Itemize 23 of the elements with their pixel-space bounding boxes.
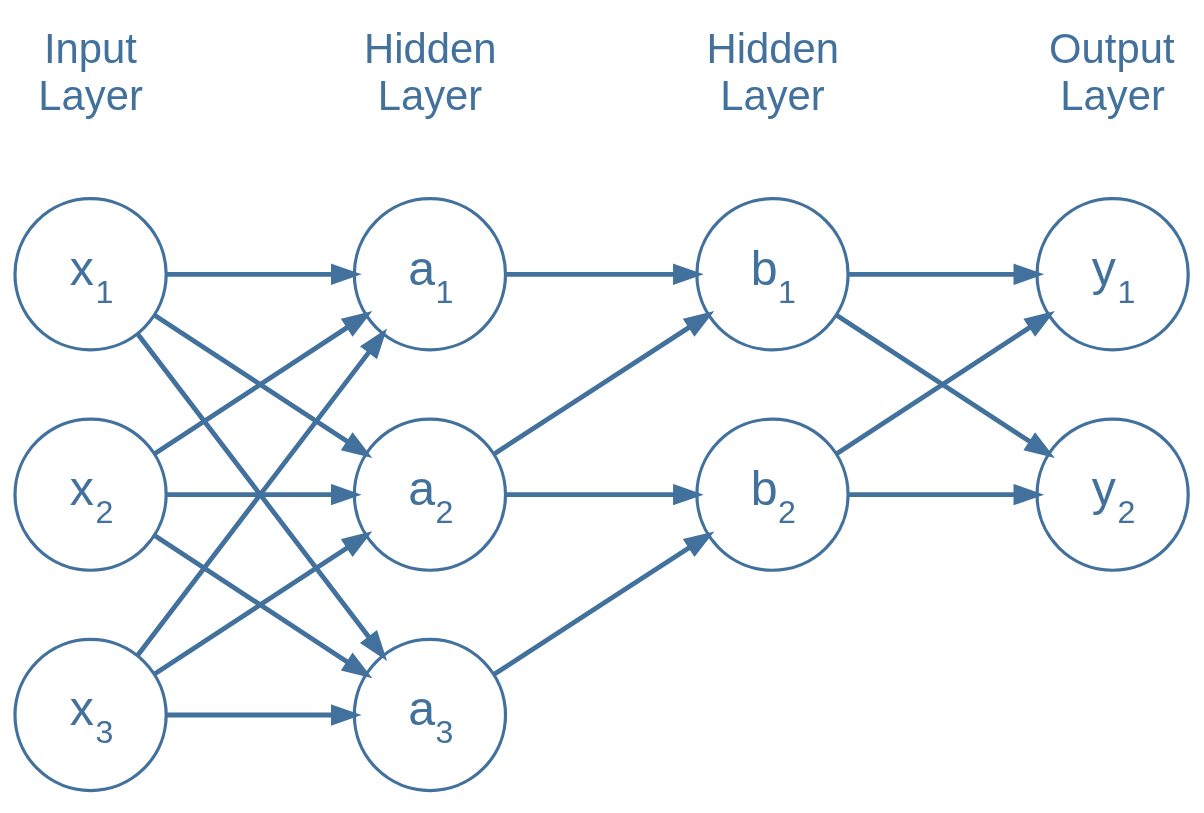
label: Hidden Layer	[363, 24, 497, 119]
label: Input Layer	[38, 24, 143, 119]
node-circle: b$_{2}$	[695, 416, 850, 572]
arrow	[493, 310, 715, 456]
arrow	[505, 263, 704, 285]
node-circle: y$_{1}$	[1035, 196, 1190, 352]
node-circle: x$_{3}$	[13, 637, 168, 792]
node-circle: x$_{1}$	[13, 196, 168, 352]
arrow	[166, 263, 362, 285]
arrow	[848, 483, 1045, 505]
arrow	[848, 263, 1045, 285]
node-circle: a$_{2}$	[352, 416, 508, 572]
node-circle: b$_{1}$	[695, 196, 850, 352]
node-circle: x$_{2}$	[13, 416, 168, 572]
arrow	[166, 703, 362, 726]
arrow	[166, 483, 362, 505]
node-circle: a$_{3}$	[352, 637, 508, 792]
arrow	[505, 483, 704, 505]
label: Hidden Layer	[706, 24, 839, 119]
label: Output Layer	[1049, 24, 1175, 119]
arrow	[493, 530, 715, 676]
node-circle: y$_{2}$	[1035, 416, 1190, 572]
node-circle: a$_{1}$	[352, 196, 508, 352]
